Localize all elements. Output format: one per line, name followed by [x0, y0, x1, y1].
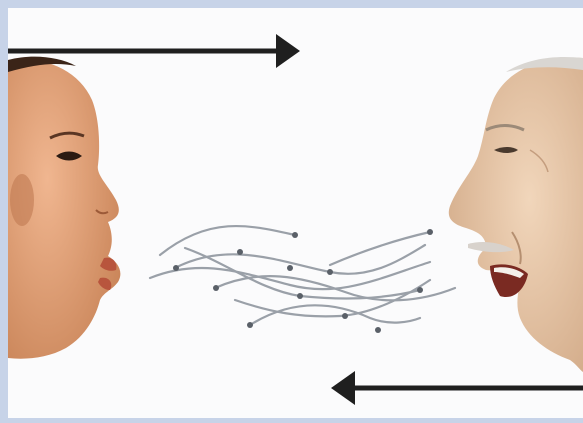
- photo: [0, 0, 583, 423]
- photo-frame: [0, 0, 583, 423]
